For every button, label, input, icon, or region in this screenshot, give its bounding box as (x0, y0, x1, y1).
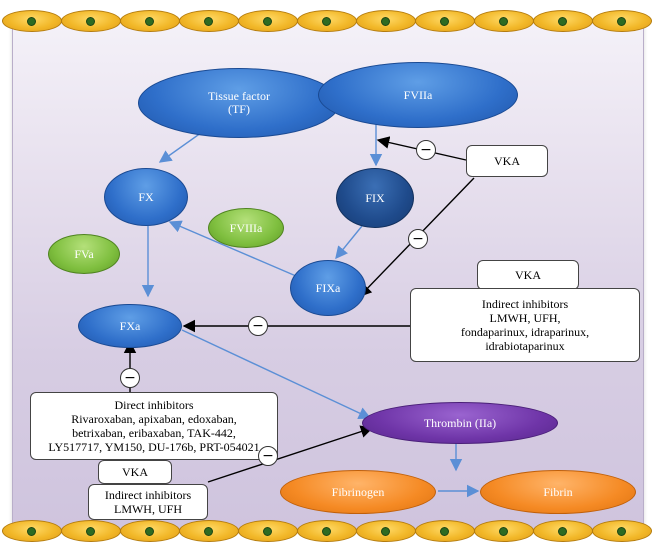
cell-nucleus (204, 17, 213, 26)
box-direct-inhibitors: Direct inhibitors Rivaroxaban, apixaban,… (30, 392, 278, 460)
cell-nucleus (558, 527, 567, 536)
cell-nucleus (381, 527, 390, 536)
endothelial-cell (533, 10, 593, 32)
box-indirect-inhibitors-bottom: Indirect inhibitors LMWH, UFH (88, 484, 208, 520)
cell-nucleus (145, 17, 154, 26)
cell-nucleus (322, 17, 331, 26)
endothelial-cell (238, 520, 298, 542)
node-tissue-factor: Tissue factor (TF) (138, 68, 340, 138)
box-vka-top: VKA (466, 145, 548, 177)
inhibition-symbol-direct-fxa: − (120, 368, 140, 388)
node-fibrin: Fibrin (480, 470, 636, 514)
cell-nucleus (381, 17, 390, 26)
box-indirect-inhibitors-right: Indirect inhibitors LMWH, UFH, fondapari… (410, 288, 640, 362)
inhibition-symbol-indirect-fxa-text: − (252, 318, 264, 334)
box-vka-right-label: VKA (515, 268, 541, 282)
cell-nucleus (263, 527, 272, 536)
endothelial-cell-row-top (0, 8, 656, 34)
endothelial-cell (356, 520, 416, 542)
node-fviia-label: FVIIa (403, 87, 433, 102)
cell-nucleus (440, 527, 449, 536)
arrow-fxa-to-thrombin (181, 329, 372, 419)
endothelial-cell (120, 520, 180, 542)
endothelial-cell (474, 10, 534, 32)
endothelial-cell (238, 10, 298, 32)
cell-nucleus (145, 527, 154, 536)
node-fixa: FIXa (290, 260, 366, 316)
endothelial-cell (592, 10, 652, 32)
inhibition-symbol-vka-fviia: − (416, 140, 436, 160)
cell-nucleus (617, 527, 626, 536)
endothelial-cell (179, 10, 239, 32)
node-fva-label: FVa (74, 246, 94, 261)
cell-nucleus (617, 17, 626, 26)
cell-nucleus (27, 17, 36, 26)
cell-nucleus (440, 17, 449, 26)
cell-nucleus (499, 527, 508, 536)
node-fibrinogen: Fibrinogen (280, 470, 436, 514)
node-fibrinogen-label: Fibrinogen (331, 484, 385, 499)
node-fxa: FXa (78, 304, 182, 348)
node-thrombin-label: Thrombin (IIa) (423, 415, 497, 430)
box-direct-inhibitors-label: Direct inhibitors Rivaroxaban, apixaban,… (48, 398, 260, 454)
endothelial-cell (179, 520, 239, 542)
endothelial-cell (120, 10, 180, 32)
arrow-fixa-to-fx (168, 220, 297, 277)
cell-nucleus (86, 17, 95, 26)
node-fviia: FVIIa (318, 62, 518, 128)
box-vka-bottom: VKA (98, 460, 172, 484)
node-fviiia-label: FVIIIa (229, 220, 263, 235)
box-vka-bottom-label: VKA (122, 465, 148, 479)
node-fix-label: FIX (365, 190, 385, 205)
cell-nucleus (263, 17, 272, 26)
cell-nucleus (86, 527, 95, 536)
box-indirect-inhibitors-right-label: Indirect inhibitors LMWH, UFH, fondapari… (460, 297, 590, 353)
endothelial-cell (533, 520, 593, 542)
cell-nucleus (27, 527, 36, 536)
box-indirect-inhibitors-bottom-label: Indirect inhibitors LMWH, UFH (104, 488, 192, 516)
node-fx-label: FX (138, 189, 154, 204)
cell-nucleus (558, 17, 567, 26)
box-vka-top-label: VKA (494, 154, 520, 168)
inhibition-symbol-vka-fviia-text: − (420, 142, 432, 158)
node-fix: FIX (336, 168, 414, 228)
arrow-fix-to-fixa (335, 225, 363, 260)
box-vka-right: VKA (477, 260, 579, 290)
node-thrombin: Thrombin (IIa) (362, 402, 558, 444)
endothelial-cell (61, 520, 121, 542)
node-fxa-label: FXa (119, 318, 141, 333)
node-fva: FVa (48, 234, 120, 274)
inhibit-bottom-to-thrombin (207, 425, 374, 483)
inhibition-symbol-direct-fxa-text: − (124, 370, 136, 386)
node-fviiia: FVIIIa (208, 208, 284, 248)
endothelial-cell (297, 10, 357, 32)
node-tissue-factor-label: Tissue factor (TF) (208, 89, 270, 116)
node-fixa-label: FIXa (315, 280, 341, 295)
inhibition-symbol-indirect-fxa: − (248, 316, 268, 336)
inhibition-symbol-bottom-thrombin-text: − (262, 448, 274, 464)
node-fx: FX (104, 168, 188, 226)
endothelial-cell-row-bottom (0, 518, 656, 544)
cell-nucleus (204, 527, 213, 536)
endothelial-cell (415, 10, 475, 32)
endothelial-cell (297, 520, 357, 542)
endothelial-cell (2, 520, 62, 542)
inhibition-symbol-vka-fixa-text: − (412, 231, 424, 247)
inhibition-symbol-bottom-thrombin: − (258, 446, 278, 466)
cell-nucleus (499, 17, 508, 26)
node-fibrin-label: Fibrin (543, 484, 573, 499)
cell-nucleus (322, 527, 331, 536)
inhibition-symbol-vka-fixa: − (408, 229, 428, 249)
endothelial-cell (592, 520, 652, 542)
